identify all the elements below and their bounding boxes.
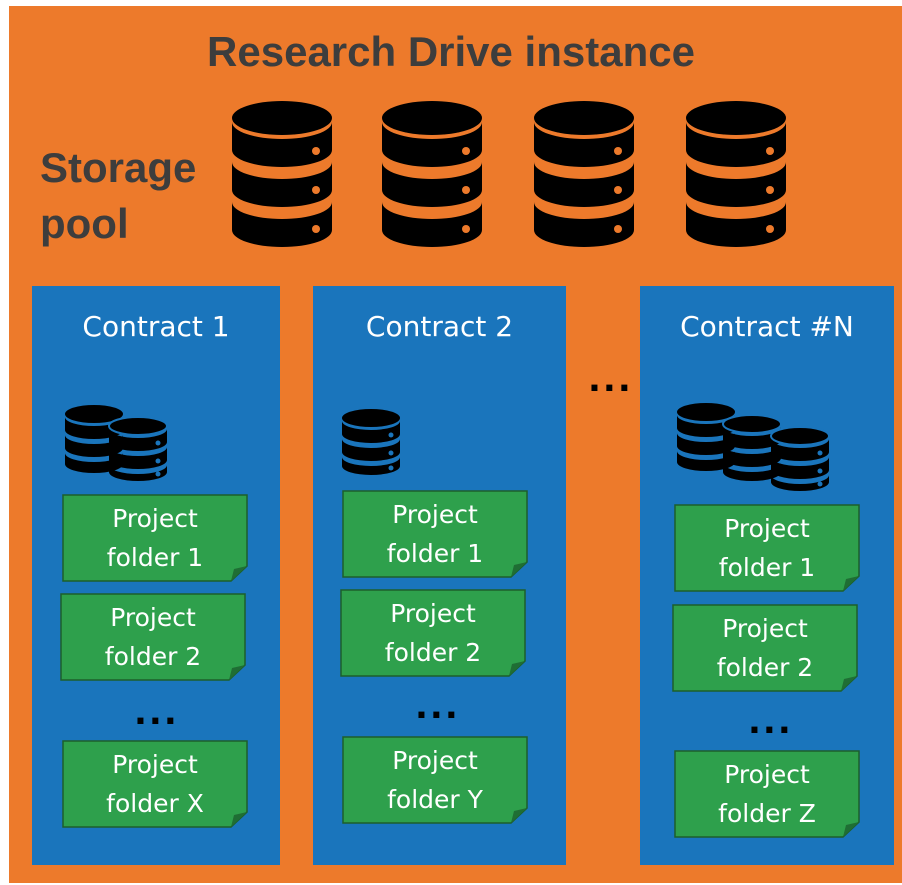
project-folder: Project folder 2: [60, 593, 246, 681]
project-folder-line2: folder Y: [387, 785, 483, 814]
project-folder: Project folder 1: [674, 504, 860, 592]
project-folder-line1: Project: [724, 760, 810, 789]
more-contracts-ellipsis: ...: [588, 360, 633, 400]
project-folder: Project folder Z: [674, 750, 860, 838]
project-folder-line2: folder 2: [104, 642, 202, 671]
project-folder-line2: folder X: [106, 789, 204, 818]
storage-pool-database-icon: [232, 101, 332, 247]
project-folder-line2: folder 1: [718, 553, 816, 582]
contract-storage-icon: [342, 409, 400, 475]
project-folder-line1: Project: [724, 514, 810, 543]
project-folder-line1: Project: [110, 603, 196, 632]
project-folder: Project folder 2: [340, 589, 526, 677]
contract-title: Contract #N: [680, 310, 854, 343]
contract-title: Contract 2: [365, 310, 514, 343]
project-folder-line2: folder 2: [716, 653, 814, 682]
project-folder-line2: folder 1: [386, 539, 484, 568]
more-folders-ellipsis: ...: [134, 693, 179, 733]
project-folder: Project folder 1: [342, 490, 528, 578]
project-folder-line2: folder 1: [106, 543, 204, 572]
contract-storage-icon: [65, 405, 168, 481]
storage-pool-database-icon: [686, 101, 786, 247]
storage-pool-database-icon: [534, 101, 634, 247]
more-folders-ellipsis: ...: [415, 687, 460, 727]
project-folder-line1: Project: [390, 599, 476, 628]
project-folder: Project folder Y: [342, 736, 528, 824]
contract-storage-icon: [677, 403, 830, 491]
more-folders-ellipsis: ...: [748, 702, 793, 742]
project-folder: Project folder 1: [62, 494, 248, 582]
contract-title: Contract 1: [82, 310, 230, 343]
project-folder-line1: Project: [112, 504, 198, 533]
storage-pool-label-line2: pool: [40, 200, 129, 247]
diagram-title: Research Drive instance: [207, 28, 695, 75]
project-folder: Project folder 2: [672, 604, 858, 692]
project-folder-line1: Project: [722, 614, 808, 643]
project-folder-line2: folder Z: [718, 799, 816, 828]
storage-pool-label-line1: Storage: [40, 144, 197, 191]
project-folder-line2: folder 2: [384, 638, 482, 667]
project-folder-line1: Project: [392, 746, 478, 775]
project-folder: Project folder X: [62, 740, 248, 828]
project-folder-line1: Project: [392, 500, 478, 529]
storage-pool-database-icon: [382, 101, 482, 247]
storage-pool-label: Storage pool: [40, 140, 196, 252]
project-folder-line1: Project: [112, 750, 198, 779]
